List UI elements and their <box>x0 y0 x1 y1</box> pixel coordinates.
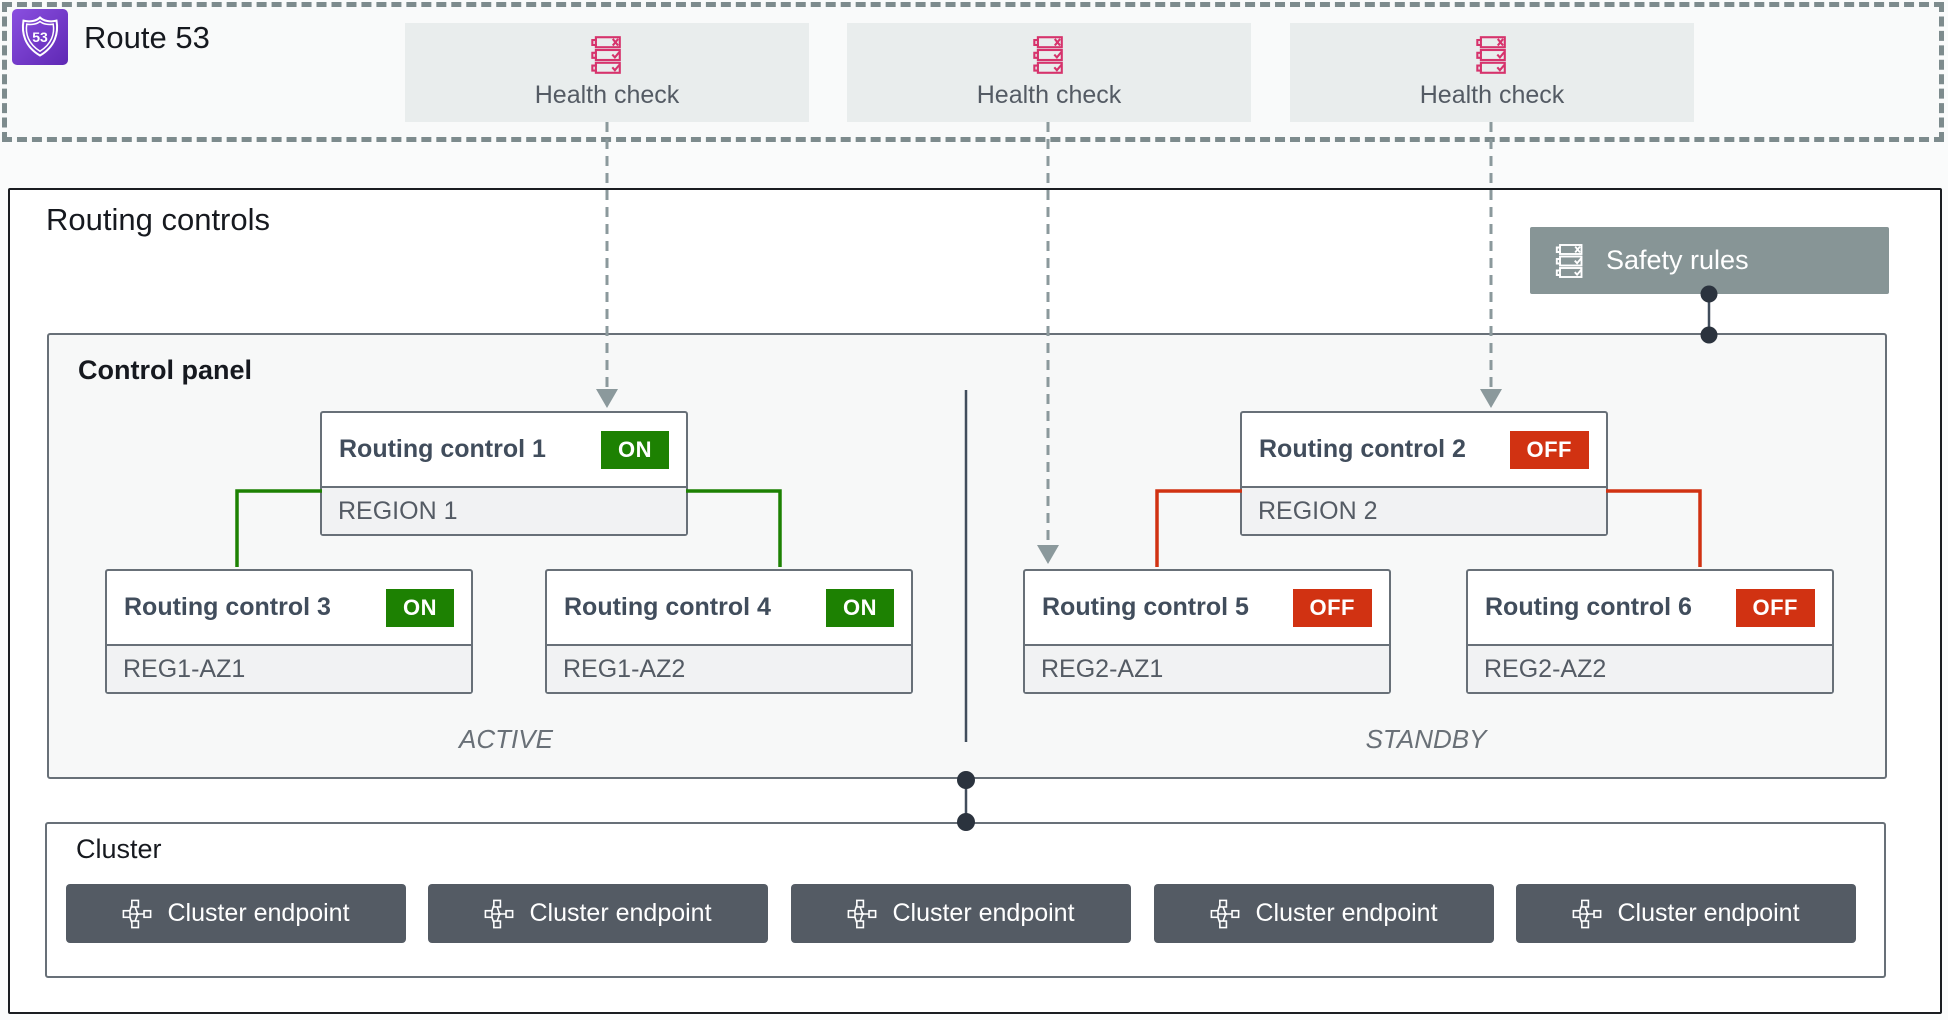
endpoint-icon <box>1572 899 1602 929</box>
cluster-endpoint-label: Cluster endpoint <box>167 899 350 927</box>
state-badge: OFF <box>1735 588 1815 627</box>
routing-control-scope: REG2-AZ2 <box>1484 654 1607 683</box>
endpoint-icon <box>122 899 152 929</box>
cluster-title: Cluster <box>76 834 162 864</box>
safety-rules-icon <box>1552 243 1588 279</box>
health-check-node: Health check <box>405 23 809 122</box>
state-badge: OFF <box>1509 430 1589 469</box>
state-badge: ON <box>601 430 669 469</box>
control-panel-title: Control panel <box>78 355 252 385</box>
routing-control-node-1: Routing control 1 ON REGION 1 <box>320 411 688 536</box>
safety-rules-node: Safety rules <box>1530 227 1889 294</box>
health-check-label: Health check <box>976 81 1122 109</box>
safety-rules-label: Safety rules <box>1606 245 1749 275</box>
routing-control-name: Routing control 5 <box>1042 593 1249 621</box>
state-badge: ON <box>386 588 454 627</box>
route53-shield-number: 53 <box>32 29 48 45</box>
routing-control-scope: REG1-AZ2 <box>563 654 686 683</box>
state-badge: OFF <box>1292 588 1372 627</box>
cluster-endpoint-label: Cluster endpoint <box>529 899 712 927</box>
routing-control-scope: REGION 2 <box>1258 496 1378 525</box>
health-check-node: Health check <box>847 23 1251 122</box>
routing-control-node-2: Routing control 2 OFF REGION 2 <box>1240 411 1608 536</box>
cluster-endpoint-node: Cluster endpoint <box>428 884 768 943</box>
health-check-icon <box>587 35 627 75</box>
route53-icon: 53 <box>12 9 68 65</box>
cluster-endpoint-node: Cluster endpoint <box>1154 884 1494 943</box>
cluster-endpoint-label: Cluster endpoint <box>1617 899 1800 927</box>
health-check-label: Health check <box>1419 81 1565 109</box>
zone-label-standby: STANDBY <box>1365 724 1487 754</box>
routing-control-node-4: Routing control 4 ON REG1-AZ2 <box>545 569 913 694</box>
cluster-endpoint-node: Cluster endpoint <box>66 884 406 943</box>
routing-control-node-6: Routing control 6 OFF REG2-AZ2 <box>1466 569 1834 694</box>
zone-label-active: ACTIVE <box>459 724 553 754</box>
health-check-node: Health check <box>1290 23 1694 122</box>
endpoint-icon <box>484 899 514 929</box>
endpoint-icon <box>1210 899 1240 929</box>
routing-control-name: Routing control 2 <box>1259 435 1466 463</box>
route53-label: Route 53 <box>84 20 210 55</box>
routing-control-scope: REGION 1 <box>338 496 458 525</box>
cluster-endpoint-label: Cluster endpoint <box>892 899 1075 927</box>
endpoint-icon <box>847 899 877 929</box>
routing-controls-title: Routing controls <box>46 202 271 237</box>
cluster-endpoint-node: Cluster endpoint <box>1516 884 1856 943</box>
health-check-icon <box>1029 35 1069 75</box>
routing-control-name: Routing control 3 <box>124 593 331 621</box>
routing-control-name: Routing control 4 <box>564 593 771 621</box>
health-check-label: Health check <box>534 81 680 109</box>
health-check-icon <box>1472 35 1512 75</box>
routing-control-scope: REG1-AZ1 <box>123 654 246 683</box>
state-badge: ON <box>826 588 894 627</box>
routing-control-node-3: Routing control 3 ON REG1-AZ1 <box>105 569 473 694</box>
cluster-endpoint-label: Cluster endpoint <box>1255 899 1438 927</box>
control-panel-box <box>47 333 1887 779</box>
routing-control-name: Routing control 6 <box>1485 593 1692 621</box>
routing-control-scope: REG2-AZ1 <box>1041 654 1164 683</box>
routing-control-name: Routing control 1 <box>339 435 546 463</box>
cluster-endpoint-node: Cluster endpoint <box>791 884 1131 943</box>
routing-control-node-5: Routing control 5 OFF REG2-AZ1 <box>1023 569 1391 694</box>
